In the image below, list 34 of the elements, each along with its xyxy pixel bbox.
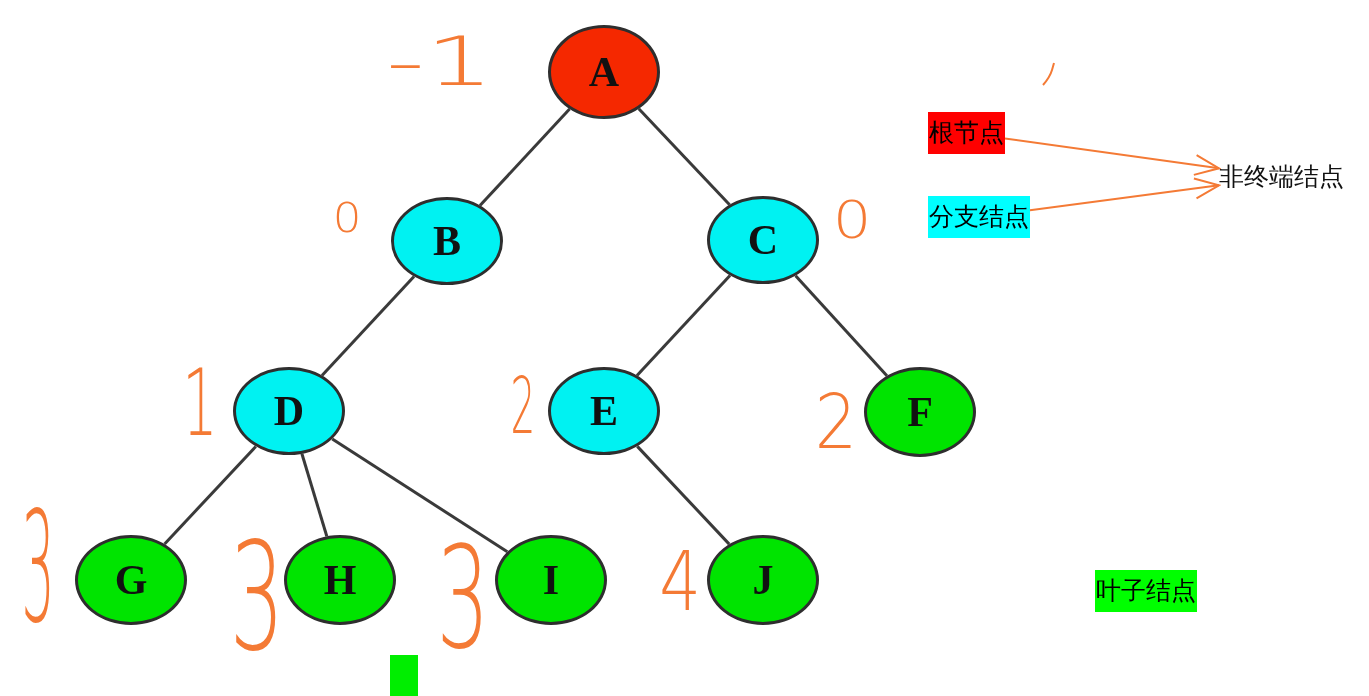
tree-node-circle: E (548, 367, 660, 455)
connector-line (331, 437, 509, 554)
highlighted-label: 根节点 (928, 112, 1005, 154)
handwritten-number: 3 (436, 527, 490, 669)
tree-node-circle: C (707, 196, 819, 284)
tree-node-circle: G (75, 535, 187, 625)
tree-node-circle: B (391, 197, 503, 285)
connector-line (320, 275, 416, 377)
connector-line (163, 445, 257, 546)
connector-line (636, 445, 731, 546)
highlighted-label: 分支结点 (928, 196, 1030, 238)
arrow (1004, 137, 1220, 176)
highlighted-label: 叶子结点 (1095, 570, 1197, 612)
handwritten-number: 0 (832, 194, 872, 246)
handwritten-number: 1 (182, 356, 218, 450)
connector-line (300, 453, 329, 537)
handwritten-number: 3 (21, 491, 55, 645)
tree-node-circle: I (495, 535, 607, 625)
connector-line (478, 108, 571, 207)
handwritten-number: 3 (229, 522, 285, 672)
arrow (1029, 177, 1220, 212)
handwritten-number: 0 (332, 197, 362, 239)
handwritten-number: 2 (814, 385, 858, 459)
connector-line (637, 107, 731, 206)
tree-node-circle: F (864, 367, 976, 457)
text-label: 非终端结点 (1219, 162, 1344, 192)
handwritten-number: -1 (385, 28, 495, 96)
tree-node-circle: D (233, 367, 345, 455)
tree-node-circle: H (284, 535, 396, 625)
connector-line (635, 274, 732, 377)
handwritten-number: 2 (510, 367, 536, 445)
handwritten-number: 4 (659, 541, 701, 623)
tree-node-circle: A (548, 25, 660, 119)
tree-node-circle: J (707, 535, 819, 625)
